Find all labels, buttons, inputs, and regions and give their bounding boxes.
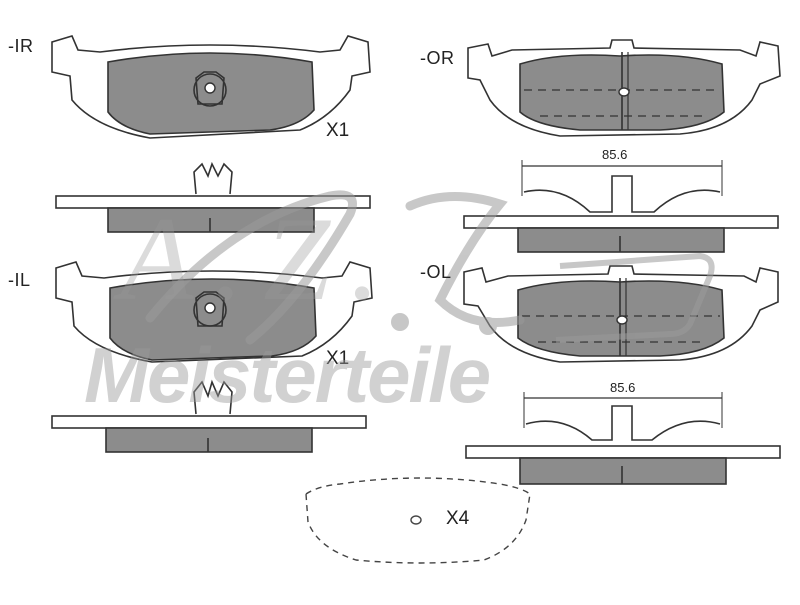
friction-side <box>519 457 727 485</box>
pad-inner-left-side-view <box>51 379 367 453</box>
logo-badge <box>555 252 715 343</box>
center-hole <box>618 87 630 97</box>
watermark-logo-letters: A.Z. <box>120 192 401 325</box>
label-inner-left: -IL <box>8 270 31 290</box>
logo-dot <box>391 313 409 331</box>
spring-clip-outline <box>193 161 233 195</box>
qty-shims: X4 <box>446 508 470 529</box>
logo-swoosh-2 <box>405 192 525 327</box>
clip-hole <box>204 82 216 94</box>
pad-inner-right-front-view <box>51 35 371 139</box>
pad-outer-left-front-view <box>463 265 779 363</box>
spring-wire <box>525 405 721 441</box>
backing-plate-side <box>465 445 781 459</box>
clip-hole <box>204 302 216 314</box>
dimension-spring-bottom: 85.6 <box>610 380 636 395</box>
center-hole <box>616 315 628 325</box>
label-outer-left: -OL <box>420 262 452 282</box>
friction-side <box>517 227 725 253</box>
spring-clip-outline <box>193 379 233 415</box>
shim <box>305 477 531 564</box>
dimension-spring-top: 85.6 <box>602 147 628 162</box>
shim-hole <box>410 515 422 525</box>
friction-side <box>105 427 313 453</box>
pad-outer-right-front-view <box>467 39 781 137</box>
pad-outer-left-side-view <box>465 392 781 485</box>
watermark-brand: Meisterteile <box>84 331 491 419</box>
logo-dot-2 <box>479 317 497 335</box>
label-inner-right: -IR <box>8 36 34 56</box>
shim-outline <box>305 477 531 564</box>
pad-outer-right-side-view <box>463 160 779 253</box>
logo-swoosh <box>145 190 357 345</box>
clip-body <box>195 71 225 105</box>
qty-inner-left: X1 <box>326 348 350 369</box>
qty-inner-right: X1 <box>326 120 350 141</box>
clip-body <box>195 291 225 327</box>
backing-plate-side <box>463 215 779 229</box>
label-outer-right: -OR <box>420 48 455 68</box>
watermark-logo <box>145 190 715 345</box>
spring-wire <box>523 175 721 213</box>
